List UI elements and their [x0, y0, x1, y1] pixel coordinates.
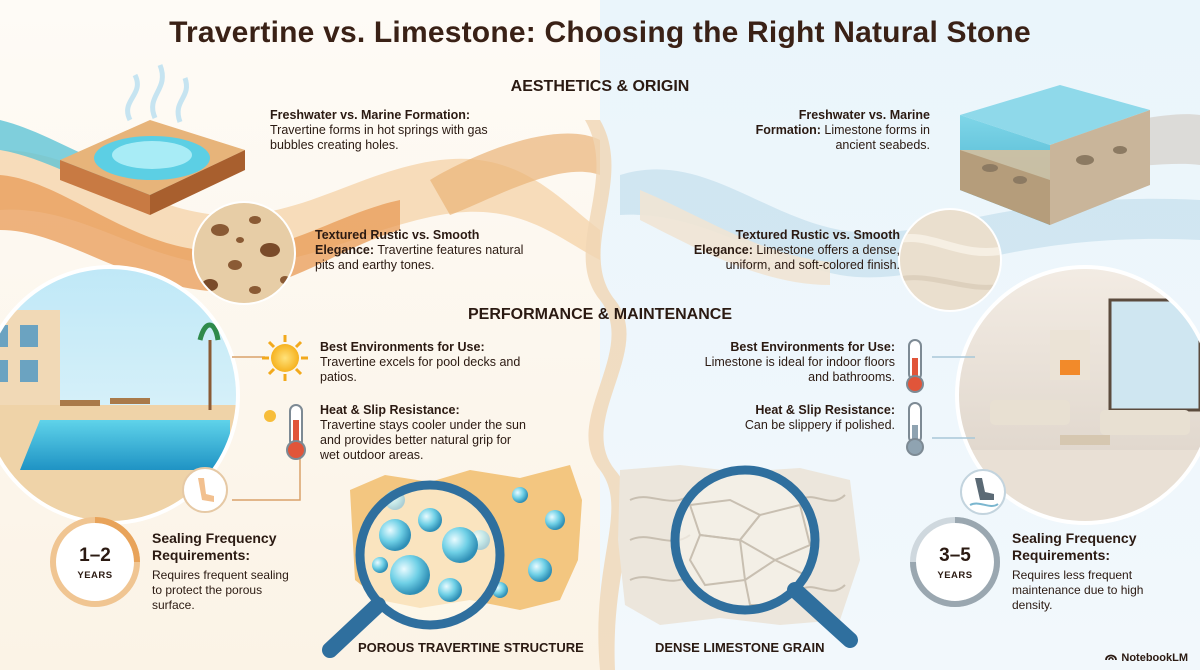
- travertine-structure-caption: POROUS TRAVERTINE STRUCTURE: [358, 640, 584, 655]
- hot-spring-illustration: [60, 64, 245, 215]
- limestone-structure-caption: DENSE LIMESTONE GRAIN: [655, 640, 825, 655]
- porous-travertine-structure: [322, 465, 582, 658]
- travertine-texture-heading: Textured Rustic vs. Smooth Elegance:: [315, 228, 480, 257]
- travertine-seal-body: Requires frequent sealing to protect the…: [152, 568, 289, 612]
- limestone-seal-years: 3–5: [939, 545, 971, 566]
- travertine-environment-text: Best Environments for Use: Travertine ex…: [320, 340, 530, 385]
- limestone-seal-heading: Sealing Frequency Requirements:: [1012, 530, 1137, 563]
- cream-wave: [640, 190, 830, 285]
- limestone-environment-heading: Best Environments for Use:: [730, 340, 895, 354]
- travertine-texture-text: Textured Rustic vs. Smooth Elegance: Tra…: [315, 228, 525, 273]
- travertine-environment-heading: Best Environments for Use:: [320, 340, 485, 354]
- thermometer-hot-icon: [264, 404, 306, 460]
- section-performance-heading: PERFORMANCE & MAINTENANCE: [468, 306, 732, 323]
- page-title: Travertine vs. Limestone: Choosing the R…: [169, 16, 1031, 49]
- limestone-heat-text: Heat & Slip Resistance: Can be slippery …: [700, 403, 895, 433]
- limestone-texture-swatch: [898, 208, 1002, 312]
- limestone-seal-badge: [910, 517, 1000, 607]
- travertine-texture-swatch: [192, 201, 296, 305]
- travertine-texture-body: Travertine features natural pits and ear…: [315, 243, 524, 272]
- sun-icon: [262, 335, 308, 381]
- limestone-formation-text: Freshwater vs. Marine Formation: Limesto…: [730, 108, 930, 153]
- travertine-heat-body: Travertine stays cooler under the sun an…: [320, 418, 526, 462]
- foot-grip-icon: [182, 467, 228, 513]
- travertine-seal-years: 1–2: [79, 545, 111, 566]
- thermometer-warm-icon: [906, 339, 924, 393]
- travertine-seal-badge: [50, 517, 140, 607]
- limestone-heat-heading: Heat & Slip Resistance:: [755, 403, 895, 417]
- limestone-formation-heading: Freshwater vs. Marine Formation:: [755, 108, 930, 137]
- limestone-formation-body: Limestone forms in ancient seabeds.: [824, 123, 930, 152]
- notebooklm-logo-icon: [1105, 651, 1118, 664]
- thermometer-cool-icon: [906, 402, 924, 456]
- limestone-seal-body: Requires less frequent maintenance due t…: [1012, 568, 1144, 612]
- travertine-heat-heading: Heat & Slip Resistance:: [320, 403, 460, 417]
- limestone-heat-body: Can be slippery if polished.: [744, 418, 895, 432]
- limestone-seal-unit: YEARS: [937, 570, 973, 581]
- travertine-formation-body: Travertine forms in hot springs with gas…: [270, 123, 488, 152]
- brand-label: NotebookLM: [1121, 651, 1188, 664]
- orange-wave: [0, 175, 400, 292]
- travertine-seal-heading: Sealing Frequency Requirements:: [152, 530, 277, 563]
- travertine-seal-unit: YEARS: [77, 570, 113, 581]
- limestone-texture-text: Textured Rustic vs. Smooth Elegance: Lim…: [680, 228, 900, 273]
- sand-swirl: [430, 133, 600, 215]
- limestone-environment-body: Limestone is ideal for indoor floors and…: [704, 355, 895, 384]
- slippery-floor-icon: [960, 469, 1006, 515]
- limestone-texture-body: Limestone offers a dense, uniform, and s…: [725, 243, 900, 272]
- travertine-formation-text: Freshwater vs. Marine Formation: Travert…: [270, 108, 495, 153]
- travertine-environment-body: Travertine excels for pool decks and pat…: [320, 355, 521, 384]
- section-aesthetics-heading: AESTHETICS & ORIGIN: [510, 78, 690, 95]
- limestone-texture-heading: Textured Rustic vs. Smooth Elegance:: [693, 228, 900, 257]
- seabed-illustration: [960, 85, 1150, 225]
- travertine-heat-text: Heat & Slip Resistance: Travertine stays…: [320, 403, 530, 463]
- limestone-environment-text: Best Environments for Use: Limestone is …: [690, 340, 895, 385]
- notebooklm-brand: NotebookLM: [1105, 651, 1188, 664]
- travertine-formation-heading: Freshwater vs. Marine Formation:: [270, 108, 471, 122]
- dense-limestone-grain: [618, 465, 860, 648]
